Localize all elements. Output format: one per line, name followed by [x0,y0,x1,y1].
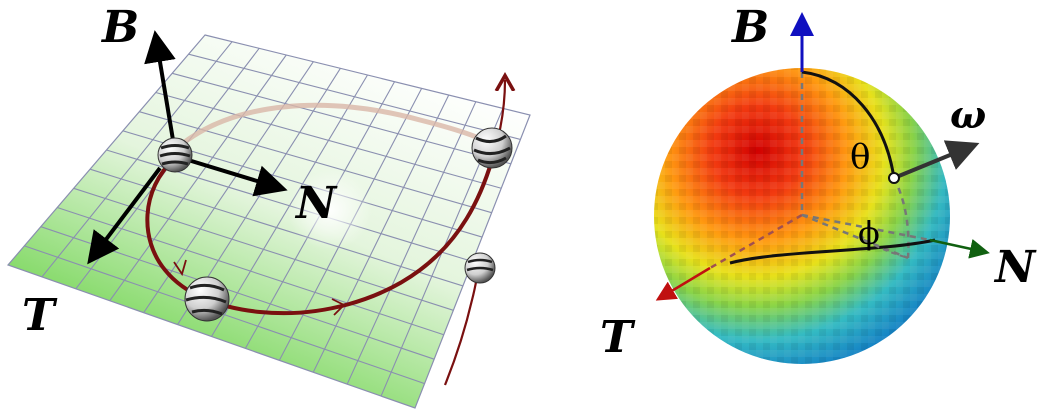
bead-2 [471,127,513,169]
omega-point [888,172,900,184]
label-t-right: T [600,312,636,363]
dashed-phi-drop [892,177,910,259]
label-theta: θ [850,137,870,177]
omega-axis-arrow [893,140,980,180]
grid-line-horizontal [155,91,502,189]
trajectory-chevron-2 [331,298,346,316]
n-axis-arrow [174,154,288,197]
bead-3 [184,276,230,322]
label-n-left: N [294,178,338,229]
grid-line-horizontal [139,111,492,214]
grid-line-horizontal [172,72,511,165]
label-b-left: B [100,2,139,53]
grid-line-horizontal [24,245,425,385]
left-panel-trajectory: B N T [6,2,531,409]
right-panel-sphere: B N T ω θ ϕ [600,2,1037,364]
equator-arc [729,238,936,265]
label-omega: ω [950,92,986,137]
t-axis-arrow [87,166,162,265]
dashed-t-line [709,213,803,270]
label-n-right: N [993,242,1037,293]
phi-arc [859,234,909,259]
trajectory-front [145,156,494,316]
grid-line-horizontal [57,206,444,336]
trajectory-chevron-1 [173,259,187,277]
theta-arc [801,70,896,179]
label-t-left: T [22,290,58,341]
label-phi: ϕ [858,214,880,252]
b-axis-arrow [144,30,177,153]
bead-1 [157,137,193,173]
n-axis-arrow-right [929,238,990,259]
glow-spot [288,170,372,250]
dashed-proj-line [801,213,909,260]
label-b-right: B [730,2,769,53]
grid-line-horizontal [188,53,521,140]
bead-4 [464,252,496,284]
t-axis-arrow-right [655,266,711,301]
